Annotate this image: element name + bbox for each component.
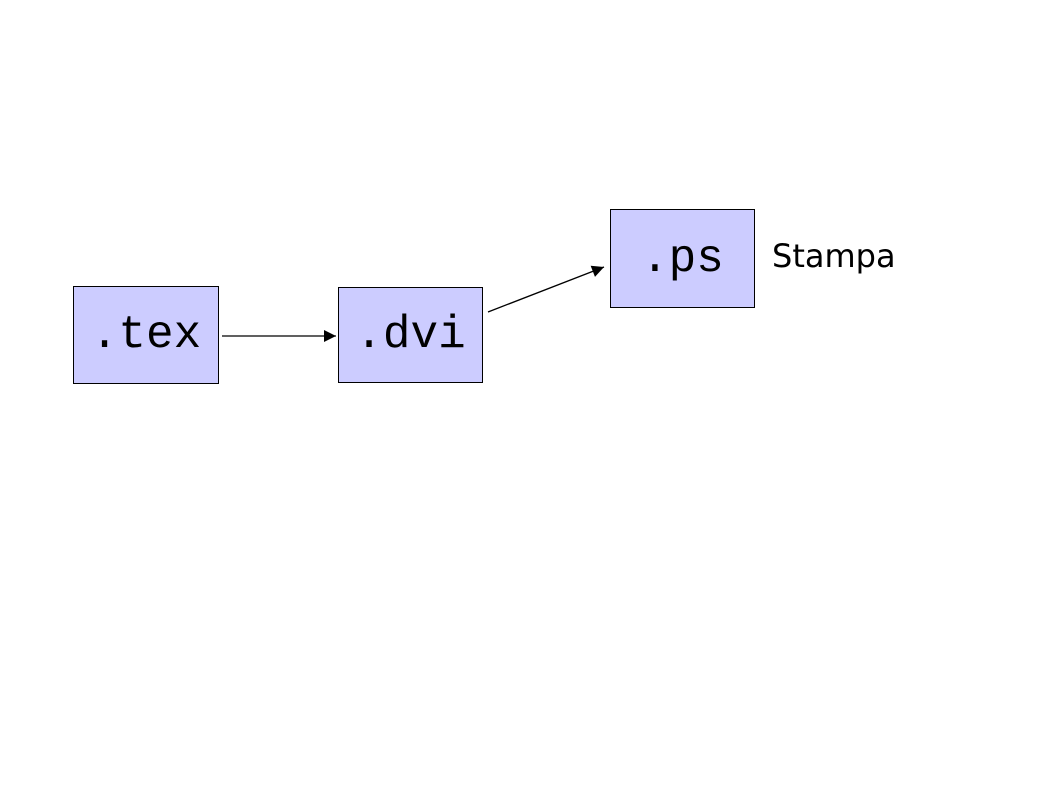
node-tex-label: .tex (90, 309, 202, 361)
node-ps-label: .ps (641, 232, 724, 285)
node-dvi-label: .dvi (355, 309, 466, 361)
node-tex: .tex (73, 286, 219, 384)
node-dvi: .dvi (338, 287, 483, 383)
node-ps: .ps (610, 209, 755, 308)
arrow-dvi-to-ps (487, 265, 605, 313)
stampa-annotation: Stampa (772, 237, 896, 275)
